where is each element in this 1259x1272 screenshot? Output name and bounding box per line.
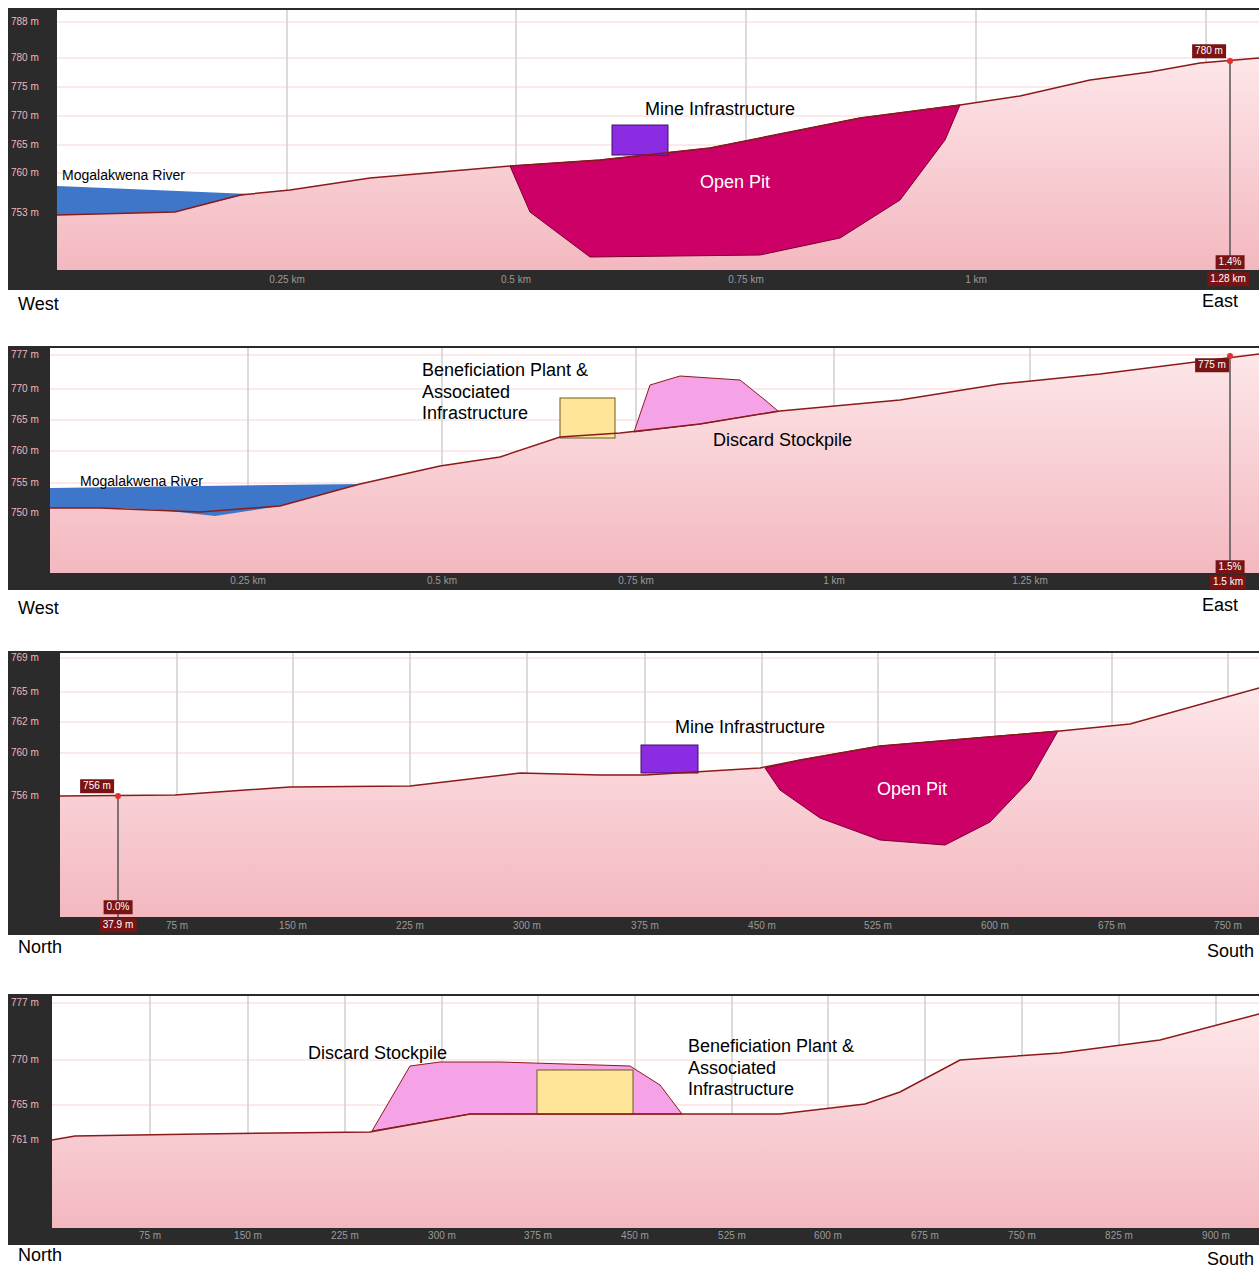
distance-tick: 750 m	[1008, 1230, 1036, 1242]
plant-box: Beneficiation Plant & Associated Infrast…	[688, 1036, 866, 1101]
distance-tick: 375 m	[524, 1230, 552, 1242]
elevation-tick: 770 m	[11, 383, 39, 395]
shape-label: Discard Stockpile	[713, 430, 852, 452]
distance-tick: 375 m	[631, 920, 659, 932]
distance-tick: 525 m	[718, 1230, 746, 1242]
marker-readout: 37.9 m	[100, 918, 137, 932]
elevation-tick: 753 m	[11, 207, 39, 219]
distance-tick: 0.25 km	[230, 575, 266, 587]
distance-tick: 300 m	[513, 920, 541, 932]
elevation-tick: 765 m	[11, 1099, 39, 1111]
shape-label: Mogalakwena River	[80, 473, 203, 490]
elevation-tick: 761 m	[11, 1134, 39, 1146]
marker-readout: 756 m	[80, 779, 114, 793]
distance-tick: 675 m	[911, 1230, 939, 1242]
distance-tick: 600 m	[981, 920, 1009, 932]
elevation-tick: 765 m	[11, 686, 39, 698]
elevation-tick: 755 m	[11, 477, 39, 489]
direction-label: West	[18, 294, 59, 315]
distance-tick: 0.5 km	[501, 274, 531, 286]
shape-label: Mine Infrastructure	[675, 717, 825, 739]
distance-tick: 450 m	[748, 920, 776, 932]
elevation-tick: 756 m	[11, 790, 39, 802]
panel-north-south-1	[8, 651, 1259, 935]
shape-label: Beneficiation Plant & Associated Infrast…	[422, 360, 600, 425]
distance-tick: 150 m	[234, 1230, 262, 1242]
open-pit: Open Pit	[700, 172, 770, 194]
distance-tick: 900 m	[1202, 1230, 1230, 1242]
distance-tick: 825 m	[1105, 1230, 1133, 1242]
distance-tick: 75 m	[166, 920, 188, 932]
distance-tick: 675 m	[1098, 920, 1126, 932]
elevation-tick: 769 m	[11, 652, 39, 664]
direction-label: East	[1202, 291, 1238, 312]
distance-tick: 600 m	[814, 1230, 842, 1242]
marker-readout: 775 m	[1195, 358, 1229, 372]
shape-label: Mogalakwena River	[62, 167, 185, 184]
distance-tick: 150 m	[279, 920, 307, 932]
marker-readout: 780 m	[1192, 44, 1226, 58]
direction-label: North	[18, 1245, 62, 1266]
distance-tick: 1 km	[823, 575, 845, 587]
stockpile: Discard Stockpile	[713, 430, 852, 452]
distance-tick: 450 m	[621, 1230, 649, 1242]
distance-tick: 225 m	[396, 920, 424, 932]
elevation-tick: 770 m	[11, 1054, 39, 1066]
direction-label: South	[1207, 941, 1254, 962]
elevation-tick: 760 m	[11, 747, 39, 759]
elevation-tick: 770 m	[11, 110, 39, 122]
open-pit: Open Pit	[877, 779, 947, 801]
elevation-tick: 777 m	[11, 997, 39, 1009]
distance-tick: 525 m	[864, 920, 892, 932]
elevation-tick: 760 m	[11, 167, 39, 179]
shape-label: Discard Stockpile	[308, 1043, 447, 1065]
panel-west-east-1	[8, 8, 1259, 290]
direction-label: North	[18, 937, 62, 958]
distance-tick: 0.5 km	[427, 575, 457, 587]
elevation-tick: 765 m	[11, 414, 39, 426]
distance-tick: 225 m	[331, 1230, 359, 1242]
shape-label: Open Pit	[877, 779, 947, 801]
elevation-tick: 775 m	[11, 81, 39, 93]
shape-label: Open Pit	[700, 172, 770, 194]
direction-label: South	[1207, 1249, 1254, 1270]
distance-tick: 0.75 km	[618, 575, 654, 587]
elevation-tick: 780 m	[11, 52, 39, 64]
plant-box: Beneficiation Plant & Associated Infrast…	[422, 360, 600, 425]
elevation-tick: 750 m	[11, 507, 39, 519]
infrastructure-box: Mine Infrastructure	[675, 717, 825, 739]
distance-tick: 0.75 km	[728, 274, 764, 286]
shape-label: Beneficiation Plant & Associated Infrast…	[688, 1036, 866, 1101]
marker-readout: 0.0%	[104, 900, 133, 914]
marker-readout: 1.5 km	[1210, 575, 1246, 589]
distance-tick: 300 m	[428, 1230, 456, 1242]
panel-west-east-2	[8, 346, 1259, 590]
river-label: Mogalakwena River	[62, 167, 185, 184]
river-label: Mogalakwena River	[80, 473, 203, 490]
infrastructure-box: Mine Infrastructure	[645, 99, 795, 121]
direction-label: West	[18, 598, 59, 619]
elevation-tick: 788 m	[11, 16, 39, 28]
elevation-tick: 777 m	[11, 349, 39, 361]
panel-north-south-2	[8, 994, 1259, 1245]
elevation-tick: 760 m	[11, 445, 39, 457]
distance-tick: 0.25 km	[269, 274, 305, 286]
marker-readout: 1.28 km	[1207, 272, 1249, 286]
distance-tick: 75 m	[139, 1230, 161, 1242]
marker-readout: 1.4%	[1216, 255, 1245, 269]
stockpile: Discard Stockpile	[308, 1043, 447, 1065]
elevation-tick: 762 m	[11, 716, 39, 728]
marker-readout: 1.5%	[1216, 560, 1245, 574]
distance-tick: 1.25 km	[1012, 575, 1048, 587]
distance-tick: 1 km	[965, 274, 987, 286]
shape-label: Mine Infrastructure	[645, 99, 795, 121]
distance-tick: 750 m	[1214, 920, 1242, 932]
direction-label: East	[1202, 595, 1238, 616]
elevation-tick: 765 m	[11, 139, 39, 151]
